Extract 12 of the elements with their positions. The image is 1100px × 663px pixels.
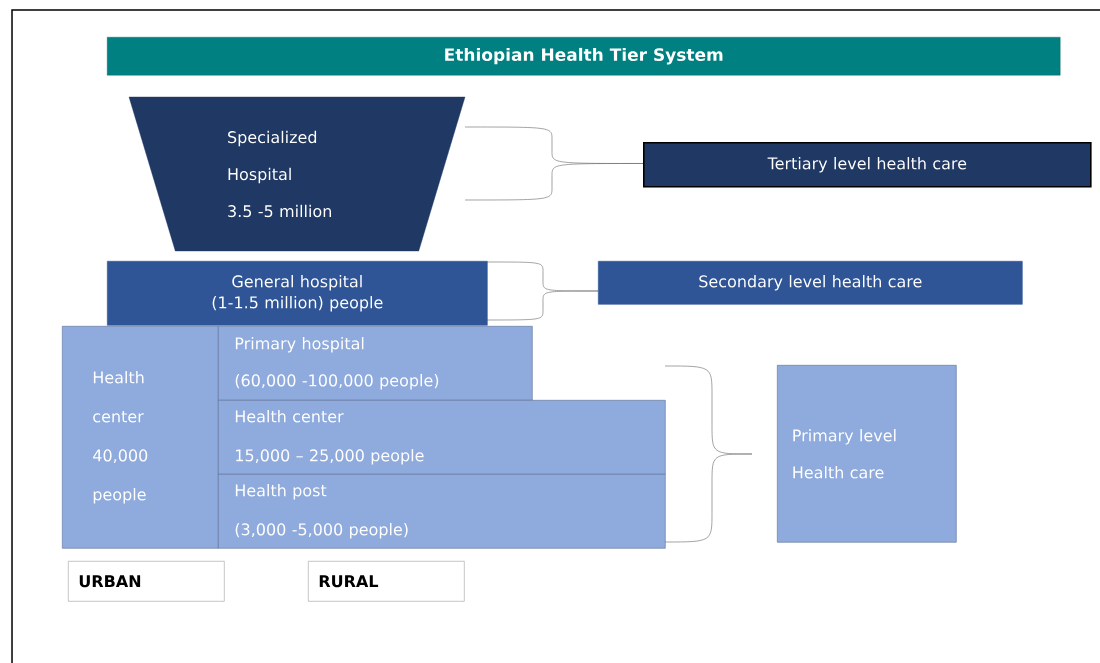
area-label-box: URBAN	[68, 561, 225, 602]
tier-box: Primary hospital (60,000 -100,000 people)	[218, 326, 533, 401]
tier-box: Health center 15,000 – 25,000 people	[218, 400, 666, 475]
title-banner: Ethiopian Health Tier System	[107, 37, 1061, 76]
tier-box: Health post (3,000 -5,000 people)	[218, 474, 666, 549]
level-box: Tertiary level health care	[643, 142, 1092, 188]
tier-box: General hospital (1-1.5 million) people	[107, 261, 488, 326]
level-box: Secondary level health care	[598, 261, 1023, 305]
level-box: Primary level Health care	[777, 365, 957, 543]
inverted-trapezoid: Specialized Hospital 3.5 -5 million	[128, 96, 466, 252]
area-label-box: RURAL	[308, 561, 465, 602]
tier-box: Health center 40,000 people	[62, 326, 219, 549]
